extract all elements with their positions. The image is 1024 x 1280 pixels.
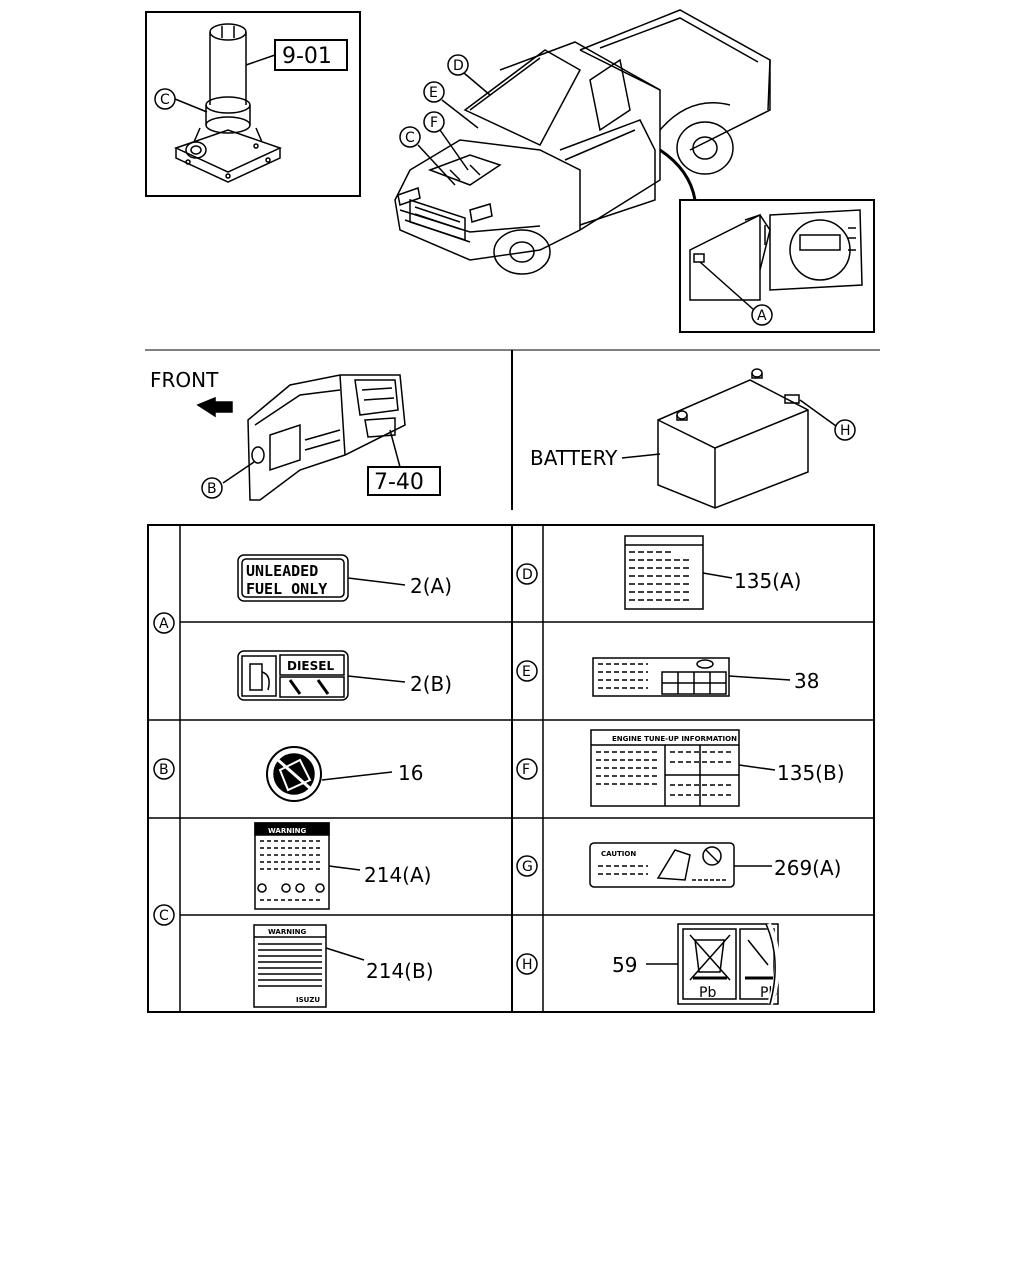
row-letter-a: A [159,616,169,632]
unleaded-line2: FUEL ONLY [246,580,327,598]
truck-markers: D E C F [399,54,697,201]
marker-f: F [430,115,438,131]
row-214a: WARNING 214(A) [254,822,431,910]
row-135a: 135(A) [624,535,801,610]
engine-tuneup-text: ENGINE TUNE-UP INFORMATION [612,735,737,743]
jack-panel: 9-01 C [145,11,361,197]
marker-e: E [429,85,438,101]
table-letters-right: D E F G H [516,563,538,975]
isuzu-text: ISUZU [296,996,320,1004]
ref-214b: 214(B) [366,959,434,983]
row-letter-e: E [522,664,531,680]
row-38: 38 [592,657,819,697]
ref-135a: 135(A) [734,569,801,593]
ref-214a: 214(A) [364,863,431,887]
battery-panel: H BATTERY [530,368,856,509]
row-135b: ENGINE TUNE-UP INFORMATION 135(B) [590,729,845,807]
row-2a: UNLEADED FUEL ONLY 2(A) [237,554,452,602]
warning-b-text: WARNING [268,928,307,936]
callout-7-40: 7-40 [374,470,424,495]
unleaded-line1: UNLEADED [246,562,318,580]
row-letter-c: C [159,908,169,924]
row-letter-b: B [159,762,169,778]
marker-h: H [840,423,851,439]
label-table [147,524,875,1013]
caution-text: CAUTION [601,850,636,858]
front-label: FRONT [150,368,219,392]
marker-c-jack-label: C [160,92,170,108]
truck-illustration [394,9,771,275]
marker-c: C [405,130,415,146]
row-59: Pb Pb 59 [612,922,780,1005]
marker-a: A [757,308,767,324]
ref-38: 38 [794,669,819,693]
row-269a: CAUTION 269(A) [589,842,841,888]
row-2b: DIESEL 2(B) [237,650,452,701]
ref-2b: 2(B) [410,672,452,696]
ref-2a: 2(A) [410,574,452,598]
battery-label: BATTERY [530,446,618,470]
warning-a-text: WARNING [268,827,307,835]
table-letters-left: A B C [153,612,175,926]
front-arrow-icon [196,396,233,418]
ref-269a: 269(A) [774,856,841,880]
ref-135b: 135(B) [777,761,845,785]
diesel-text: DIESEL [287,659,334,673]
ref-16: 16 [398,761,423,785]
ref-59: 59 [612,953,637,977]
dashboard-panel: FRONT B 7-40 [150,368,441,501]
row-letter-g: G [522,859,533,875]
callout-9-01: 9-01 [282,44,332,69]
row-letter-d: D [522,567,533,583]
pb-text-1: Pb [699,985,716,1001]
row-letter-f: F [522,762,530,778]
row-214b: WARNING ISUZU 214(B) [253,924,434,1008]
row-16: 16 [266,746,423,802]
marker-d: D [453,58,464,74]
row-letter-h: H [522,957,533,973]
fuel-door-panel: A [679,199,875,333]
jack-illustration [173,23,283,183]
marker-b: B [207,481,217,497]
